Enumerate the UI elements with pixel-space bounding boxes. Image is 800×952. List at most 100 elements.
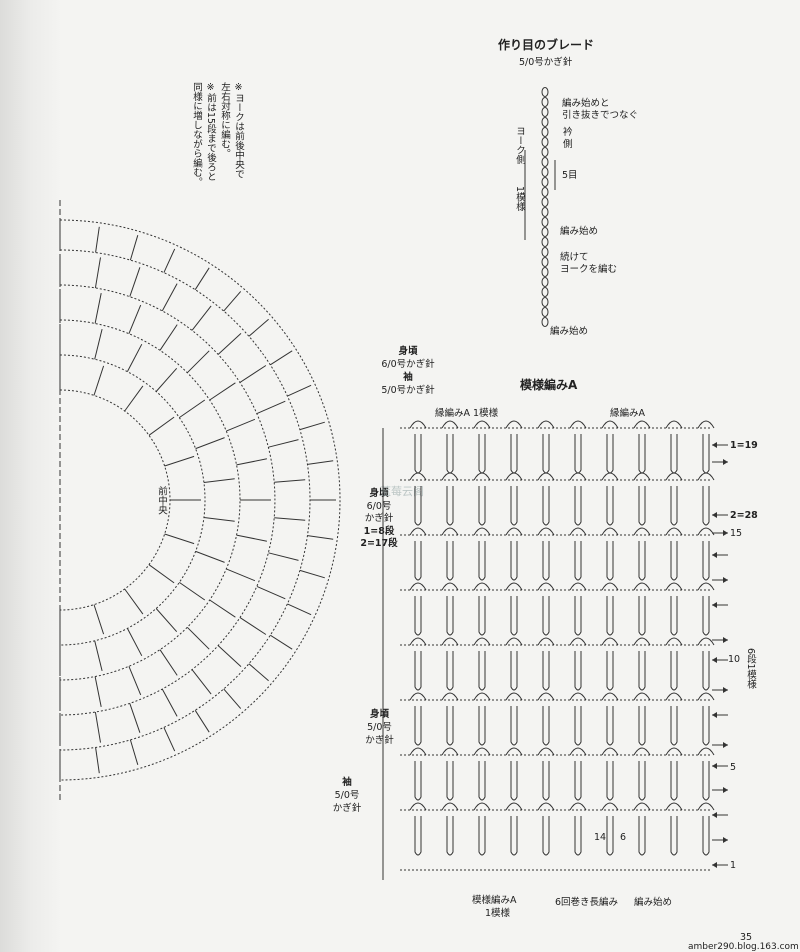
yoke-note: ※ヨークは前後中央で 左右対称に編む。 ※前は15段まで後ろと 同様に増しながら…: [190, 82, 244, 187]
page-number: 35: [740, 932, 753, 943]
braid-loop: [541, 187, 549, 197]
pattern-long-post: [702, 486, 710, 526]
pattern-long-post: [542, 486, 550, 526]
yoke-ring: [59, 389, 171, 611]
pattern-long-post: [670, 761, 678, 801]
braid-diagram: [524, 87, 556, 327]
pattern-long-post: [414, 434, 422, 474]
pattern-fan: [601, 747, 619, 756]
yoke-stitch: [248, 663, 269, 682]
pattern-fan: [537, 747, 555, 756]
braid-loop: [541, 307, 549, 317]
pattern-long-post: [446, 651, 454, 691]
pattern-fan: [569, 747, 587, 756]
pattern-fan: [633, 747, 651, 756]
pattern-long-post: [702, 596, 710, 636]
pattern-fan: [441, 527, 459, 536]
yoke-ring: [59, 284, 276, 716]
yoke-stitch: [124, 385, 144, 412]
pattern-fan: [537, 472, 555, 481]
pattern-long-post: [542, 434, 550, 474]
body3-hook-b: かぎ針: [365, 735, 394, 746]
yoke-stitch: [161, 688, 178, 717]
pattern-fan: [537, 582, 555, 591]
row-label-6: 6: [620, 832, 627, 843]
pattern-long-post: [670, 541, 678, 581]
yoke-stitch: [191, 305, 212, 331]
yoke-stitch: [270, 634, 293, 650]
row-label-14: 14: [594, 832, 607, 843]
body2-row-a: 1=8段: [363, 525, 395, 537]
yoke-stitch: [274, 479, 306, 483]
sleeve-label: 袖: [403, 372, 413, 383]
pattern-fan: [601, 802, 619, 811]
pattern-long-post: [574, 434, 582, 474]
yoke-stitch: [287, 384, 312, 397]
pattern-fan: [473, 420, 491, 429]
row-arrow-head: [712, 812, 717, 818]
pattern-long-post: [478, 486, 486, 526]
body3-hook-a: 5/0号: [367, 722, 392, 733]
pattern-fan: [505, 747, 523, 756]
row-arrow-head: [723, 577, 728, 583]
yoke-stitch: [239, 617, 267, 635]
yoke-stitch: [159, 649, 178, 676]
row-label-10: 10: [728, 654, 741, 665]
pattern-fan: [633, 472, 651, 481]
pattern-long-post: [478, 816, 486, 856]
yoke-stitch: [186, 350, 210, 374]
body2-hook-b: かぎ針: [364, 513, 394, 524]
pattern-long-post: [606, 486, 614, 526]
yoke-stitch: [161, 283, 178, 312]
row-arrow-head: [712, 552, 717, 558]
pattern-long-post: [510, 706, 518, 746]
yoke-stitch: [93, 604, 105, 635]
pattern-fan: [473, 472, 491, 481]
body-sleeve-note-1: 身頃 6/0号かぎ針 袖 5/0号かぎ針: [378, 345, 438, 397]
pattern-long-post: [414, 541, 422, 581]
braid-title: 作り目のブレード: [498, 38, 595, 52]
yoke-stitch: [148, 416, 175, 436]
yoke-stitch: [124, 588, 144, 615]
yoke-stitch: [226, 568, 256, 582]
pattern-fan: [569, 582, 587, 591]
pattern-long-post: [702, 434, 710, 474]
pattern-long-post: [702, 816, 710, 856]
yoke-stitch: [128, 666, 142, 696]
pattern-long-post: [542, 541, 550, 581]
pattern-fan: [441, 692, 459, 701]
yoke-stitch: [223, 688, 242, 709]
braid-loop: [541, 287, 549, 297]
yoke-stitch: [270, 350, 293, 366]
body3-label: 身頃: [369, 709, 389, 720]
pattern-fan: [505, 802, 523, 811]
pattern-long-post: [702, 541, 710, 581]
pattern-fan: [569, 692, 587, 701]
sleeve-hook: 5/0号かぎ針: [381, 385, 435, 396]
braid-loop: [541, 237, 549, 247]
yoke-stitch: [217, 645, 242, 667]
pattern-fan: [409, 582, 427, 591]
pattern-fan: [633, 802, 651, 811]
yoke-stitch: [268, 439, 299, 448]
yoke-stitch: [299, 421, 325, 431]
yoke-stitch: [236, 458, 267, 466]
yoke-stitch: [93, 365, 105, 396]
pattern-fan: [505, 692, 523, 701]
pattern-fan: [633, 582, 651, 591]
pattern-long-post: [670, 816, 678, 856]
braid-loop: [541, 157, 549, 167]
row-arrows: [712, 442, 728, 868]
pattern-long-post: [414, 486, 422, 526]
pattern-fan: [569, 472, 587, 481]
yoke-stitch: [248, 318, 269, 337]
pattern-fan: [665, 527, 683, 536]
pattern-long-post: [574, 761, 582, 801]
braid-loop: [541, 117, 549, 127]
pattern-fan: [505, 420, 523, 429]
yoke-stitch: [94, 640, 103, 672]
yoke-stitch: [256, 585, 286, 600]
pattern-long-post: [638, 434, 646, 474]
pattern-long-post: [446, 706, 454, 746]
pattern-long-post: [606, 816, 614, 856]
